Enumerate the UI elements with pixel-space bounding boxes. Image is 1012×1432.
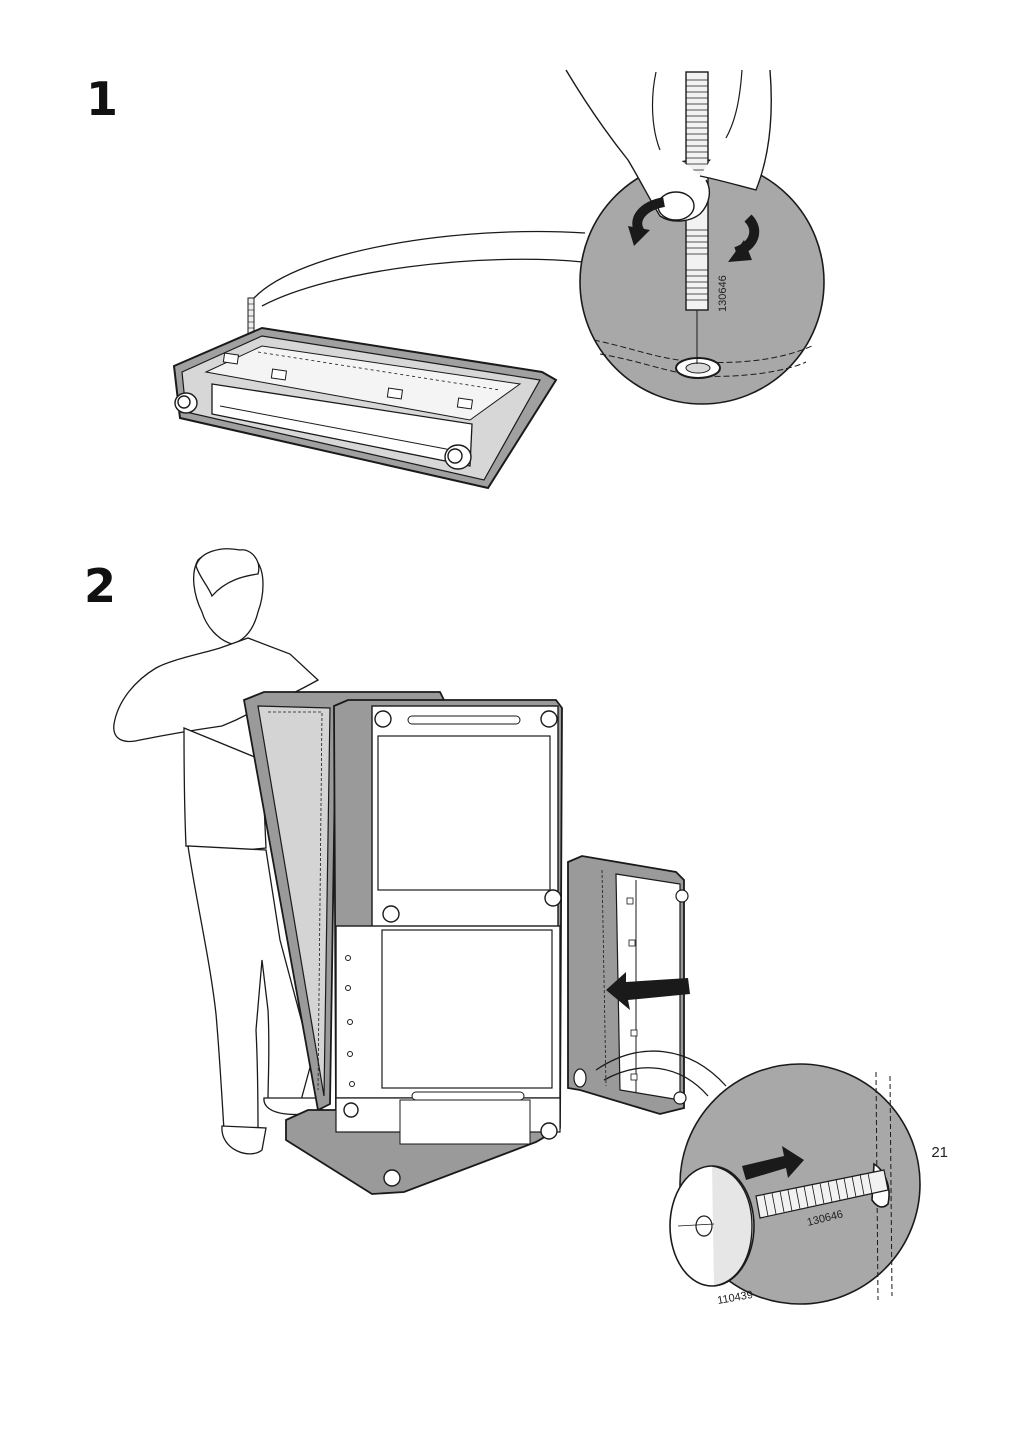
part-label-110439: 110439 [716, 1289, 753, 1307]
push-arrow-icon [742, 1146, 804, 1180]
step-2-number: 2 [84, 559, 117, 613]
detail-circle-2 [669, 1063, 921, 1305]
page-number: 21 [931, 1144, 948, 1161]
seat-frame [172, 326, 558, 490]
person-figure [113, 548, 323, 1155]
step-1-number: 1 [86, 72, 119, 126]
armrest-panel [567, 855, 690, 1115]
push-arrow-icon [606, 972, 690, 1010]
part-label-130646: 130646 [717, 275, 729, 312]
rotate-arrow-icon [628, 197, 760, 262]
step-2-illustration: 130646 110439 [113, 548, 921, 1307]
detail-circle-1 [565, 69, 825, 405]
upright-frame [285, 699, 563, 1195]
step-1-illustration: 130646 [172, 69, 825, 490]
